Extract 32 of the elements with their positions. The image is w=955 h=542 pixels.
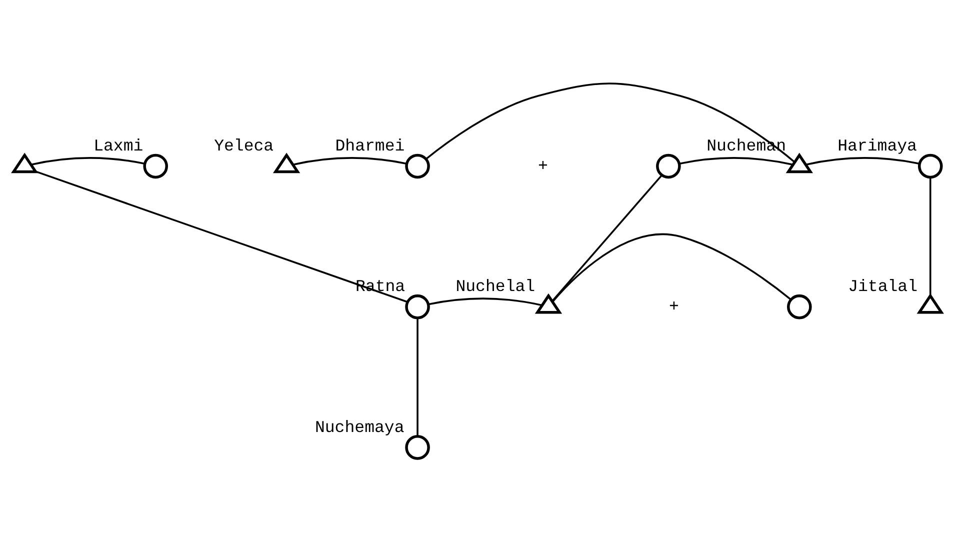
connector — [293, 157, 407, 166]
node-circle — [143, 154, 168, 179]
node-triangle — [534, 293, 562, 314]
connector — [416, 318, 418, 436]
node-circle — [405, 435, 430, 460]
node-triangle — [11, 152, 38, 174]
node-triangle — [916, 293, 944, 314]
node-circle — [918, 154, 943, 179]
connector — [552, 174, 662, 302]
connector — [552, 234, 792, 302]
connector — [31, 157, 145, 166]
node-label: Dharmei — [335, 136, 405, 156]
node-circle — [405, 154, 430, 179]
node-triangle — [272, 152, 300, 174]
node-label: Yeleca — [214, 136, 274, 156]
node-label: Laxmi — [94, 136, 144, 156]
connector — [428, 298, 542, 306]
connector — [806, 157, 920, 166]
node-circle — [405, 294, 430, 320]
connector — [426, 82, 795, 163]
connector — [35, 170, 408, 303]
connector — [929, 178, 932, 296]
node-circle — [656, 154, 681, 179]
node-circle — [787, 294, 812, 320]
node-label: Jitalal — [848, 277, 918, 296]
node-label: Nuchelal — [456, 277, 536, 296]
node-label: Harimaya — [838, 136, 917, 156]
node-triangle — [786, 152, 813, 174]
label: + — [668, 297, 679, 316]
node-label: Nuchemaya — [314, 418, 404, 437]
label: + — [538, 156, 548, 176]
connector — [680, 157, 794, 166]
